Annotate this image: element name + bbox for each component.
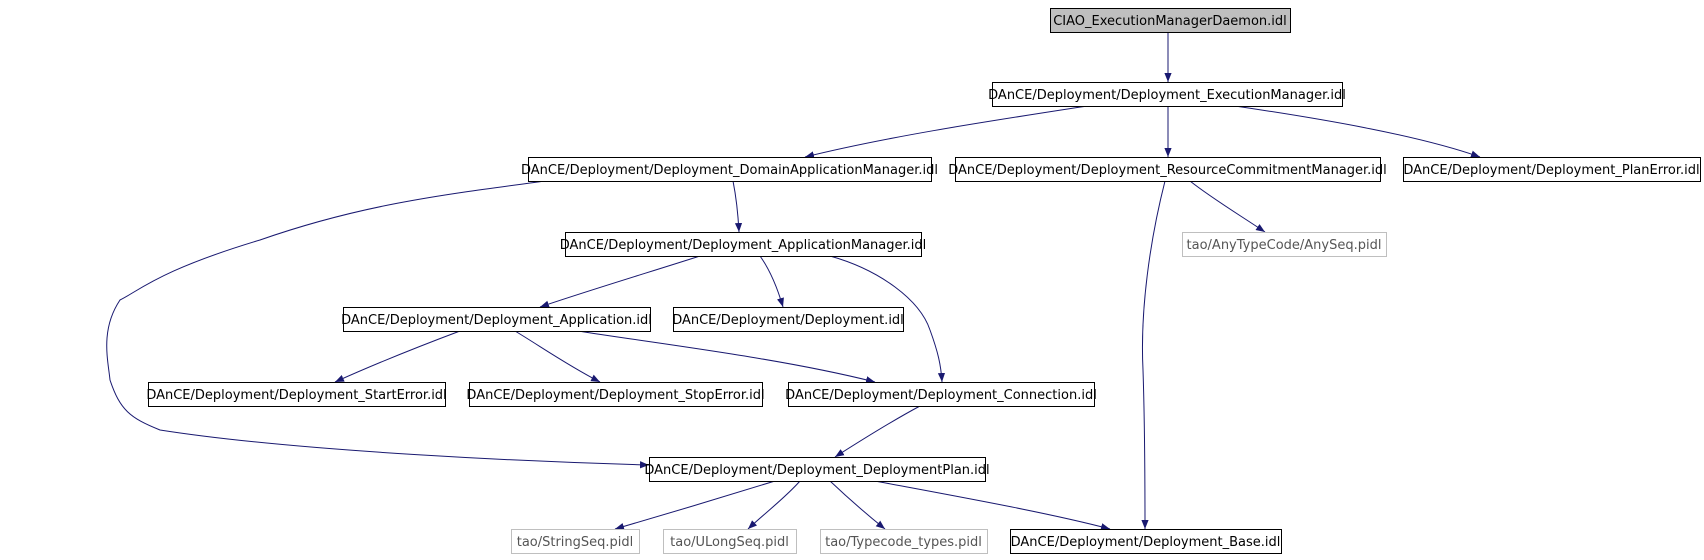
node-box xyxy=(649,457,986,482)
node-box xyxy=(955,157,1381,182)
node-rcm[interactable]: DAnCE/Deployment/Deployment_ResourceComm… xyxy=(948,157,1387,182)
edge-conn-to-dp xyxy=(834,405,921,458)
node-dam[interactable]: DAnCE/Deployment/Deployment_DomainApplic… xyxy=(521,157,938,182)
node-box xyxy=(148,382,446,407)
node-label: DAnCE/Deployment/Deployment_DeploymentPl… xyxy=(644,463,989,478)
edge-dp-to-base xyxy=(874,480,1111,531)
node-dep[interactable]: DAnCE/Deployment/Deployment.idl xyxy=(672,307,904,332)
node-tctypes[interactable]: tao/Typecode_types.pidl xyxy=(820,529,988,554)
node-ste[interactable]: DAnCE/Deployment/Deployment_StopError.id… xyxy=(466,382,765,407)
node-em[interactable]: DAnCE/Deployment/Deployment_ExecutionMan… xyxy=(988,82,1346,107)
node-ulseq[interactable]: tao/ULongSeq.pidl xyxy=(663,529,797,554)
edge-rcm-to-base xyxy=(1141,180,1166,530)
node-box xyxy=(673,307,904,332)
node-box xyxy=(1010,529,1282,554)
node-label: tao/Typecode_types.pidl xyxy=(825,535,982,550)
node-label: DAnCE/Deployment/Deployment_StartError.i… xyxy=(146,388,446,403)
edge-em-to-dam xyxy=(804,105,1088,159)
node-label: DAnCE/Deployment/Deployment_StopError.id… xyxy=(466,388,764,403)
node-root[interactable]: CIAO_ExecutionManagerDaemon.idl xyxy=(1050,8,1291,33)
node-box xyxy=(663,529,797,554)
node-box xyxy=(511,529,640,554)
edge-app-to-ste xyxy=(514,330,601,383)
node-label: tao/StringSeq.pidl xyxy=(517,535,634,550)
node-label: DAnCE/Deployment/Deployment.idl xyxy=(672,313,904,328)
node-label: DAnCE/Deployment/Deployment_PlanError.id… xyxy=(1403,163,1699,178)
node-label: tao/AnyTypeCode/AnySeq.pidl xyxy=(1187,238,1382,253)
node-label: DAnCE/Deployment/Deployment_Base.idl xyxy=(1011,535,1281,550)
node-anyseq[interactable]: tao/AnyTypeCode/AnySeq.pidl xyxy=(1182,232,1387,257)
edge-am-to-conn xyxy=(829,255,946,383)
edge-rcm-to-anyseq xyxy=(1189,180,1266,233)
node-label: DAnCE/Deployment/Deployment_ApplicationM… xyxy=(560,238,927,253)
node-label: DAnCE/Deployment/Deployment_Application.… xyxy=(341,313,652,328)
node-label: DAnCE/Deployment/Deployment_ResourceComm… xyxy=(948,163,1387,178)
node-box xyxy=(788,382,1095,407)
node-label: CIAO_ExecutionManagerDaemon.idl xyxy=(1053,14,1287,29)
nodes-layer: CIAO_ExecutionManagerDaemon.idlDAnCE/Dep… xyxy=(146,8,1701,554)
node-box xyxy=(1403,157,1701,182)
edge-dp-to-ulseq xyxy=(747,480,801,530)
edge-dp-to-tctypes xyxy=(829,480,886,530)
node-label: DAnCE/Deployment/Deployment_DomainApplic… xyxy=(521,163,938,178)
node-strseq[interactable]: tao/StringSeq.pidl xyxy=(511,529,640,554)
edge-app-to-se xyxy=(334,330,461,383)
node-box xyxy=(565,232,922,257)
edge-dam-to-am xyxy=(732,180,743,233)
node-box xyxy=(469,382,763,407)
edge-am-to-dep xyxy=(759,255,784,308)
edge-dam-to-dp xyxy=(106,180,650,469)
node-se[interactable]: DAnCE/Deployment/Deployment_StartError.i… xyxy=(146,382,447,407)
edge-am-to-app xyxy=(539,255,701,308)
node-box xyxy=(1182,232,1387,257)
node-box xyxy=(343,307,651,332)
edge-em-to-pe xyxy=(1234,105,1481,158)
edge-dp-to-strseq xyxy=(614,480,776,530)
node-label: tao/ULongSeq.pidl xyxy=(670,535,789,550)
node-base[interactable]: DAnCE/Deployment/Deployment_Base.idl xyxy=(1010,529,1282,554)
node-dp[interactable]: DAnCE/Deployment/Deployment_DeploymentPl… xyxy=(644,457,990,482)
node-label: DAnCE/Deployment/Deployment_ExecutionMan… xyxy=(988,88,1346,103)
node-pe[interactable]: DAnCE/Deployment/Deployment_PlanError.id… xyxy=(1403,157,1701,182)
node-box xyxy=(992,82,1343,107)
edges-layer xyxy=(106,32,1481,531)
node-conn[interactable]: DAnCE/Deployment/Deployment_Connection.i… xyxy=(785,382,1097,407)
node-box xyxy=(528,157,932,182)
node-label: DAnCE/Deployment/Deployment_Connection.i… xyxy=(785,388,1097,403)
node-box xyxy=(1050,8,1291,33)
node-am[interactable]: DAnCE/Deployment/Deployment_ApplicationM… xyxy=(560,232,927,257)
edge-app-to-conn xyxy=(577,330,876,384)
node-app[interactable]: DAnCE/Deployment/Deployment_Application.… xyxy=(341,307,652,332)
node-box xyxy=(820,529,988,554)
